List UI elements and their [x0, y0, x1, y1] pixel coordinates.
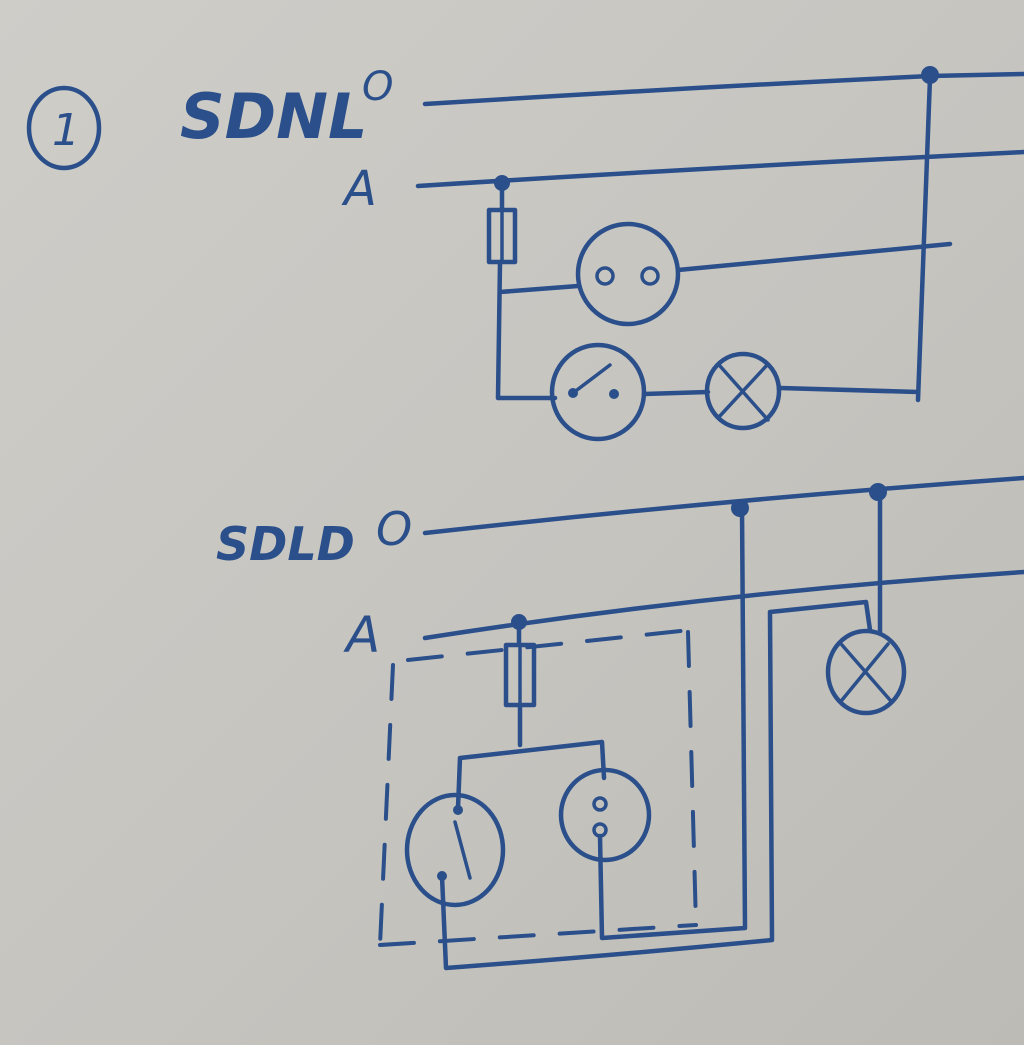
diagram-1-switch-symbol [549, 342, 647, 442]
diagram-2-label-a: A [343, 606, 380, 664]
diagram-2-phase-junction [511, 614, 527, 630]
diagram-1: 1 SDNL O A [26, 64, 1024, 442]
diagram-1-socket-symbol [575, 221, 681, 327]
diagram-1-socket-pin-left [595, 266, 615, 286]
diagram-2-label-o: O [376, 502, 412, 556]
diagram-1-neutral-line [422, 71, 1024, 107]
diagram-2-switch-to-lamp-wire [439, 599, 873, 971]
diagram-1-switch-to-lamp-wire [641, 389, 711, 397]
diagram-2-phase-line [422, 569, 1024, 641]
diagram-1-label-o: O [362, 64, 393, 110]
diagram-1-switch-contact-right [609, 389, 619, 399]
diagram-2-switch-contact-top [453, 805, 463, 815]
diagram-1-neutral-junction [921, 66, 939, 84]
diagram-1-switch-lever [571, 363, 612, 395]
diagram-2-socket-symbol [558, 767, 652, 863]
diagram-2-title: SDLD [216, 517, 355, 571]
diagram-1-title: SDNL [180, 80, 368, 153]
diagram-2-socket-pin-top [592, 796, 608, 812]
diagram-2-switch-lever [453, 820, 472, 880]
diagram-1-lamp-cross [716, 362, 770, 422]
diagram-2-switch-symbol [404, 792, 506, 908]
diagram-number: 1 [52, 105, 80, 156]
diagram-2-enclosure-left [378, 663, 395, 947]
diagram-2-neutral-line [422, 475, 1024, 536]
diagram-2-enclosure-top [406, 628, 692, 662]
diagram-2-enclosure-bottom [378, 923, 698, 947]
diagram-1-branch-bus [495, 259, 558, 401]
diagram-number-circle [26, 85, 102, 171]
diagram-1-label-a: A [341, 161, 377, 217]
diagram-2: SDLD O A [216, 475, 1024, 971]
diagram-1-lamp-to-neutral-wire [777, 385, 921, 395]
diagram-2-enclosure-right [686, 630, 698, 927]
diagram-1-neutral-drop [915, 75, 933, 403]
diagram-1-socket-wire-in [497, 283, 581, 295]
diagram-2-lamp-symbol [825, 628, 907, 716]
diagram-2-neutral-junction-2 [869, 483, 887, 501]
diagram-2-socket-to-neutral-wire [597, 505, 748, 941]
diagram-2-branch-bus [455, 739, 607, 811]
diagram-1-socket-pin-right [640, 266, 660, 286]
diagram-1-lamp-symbol [704, 351, 782, 431]
diagram-1-phase-junction [494, 175, 510, 191]
diagram-1-socket-wire-out [675, 241, 953, 273]
diagram-2-lamp-cross [840, 642, 892, 702]
